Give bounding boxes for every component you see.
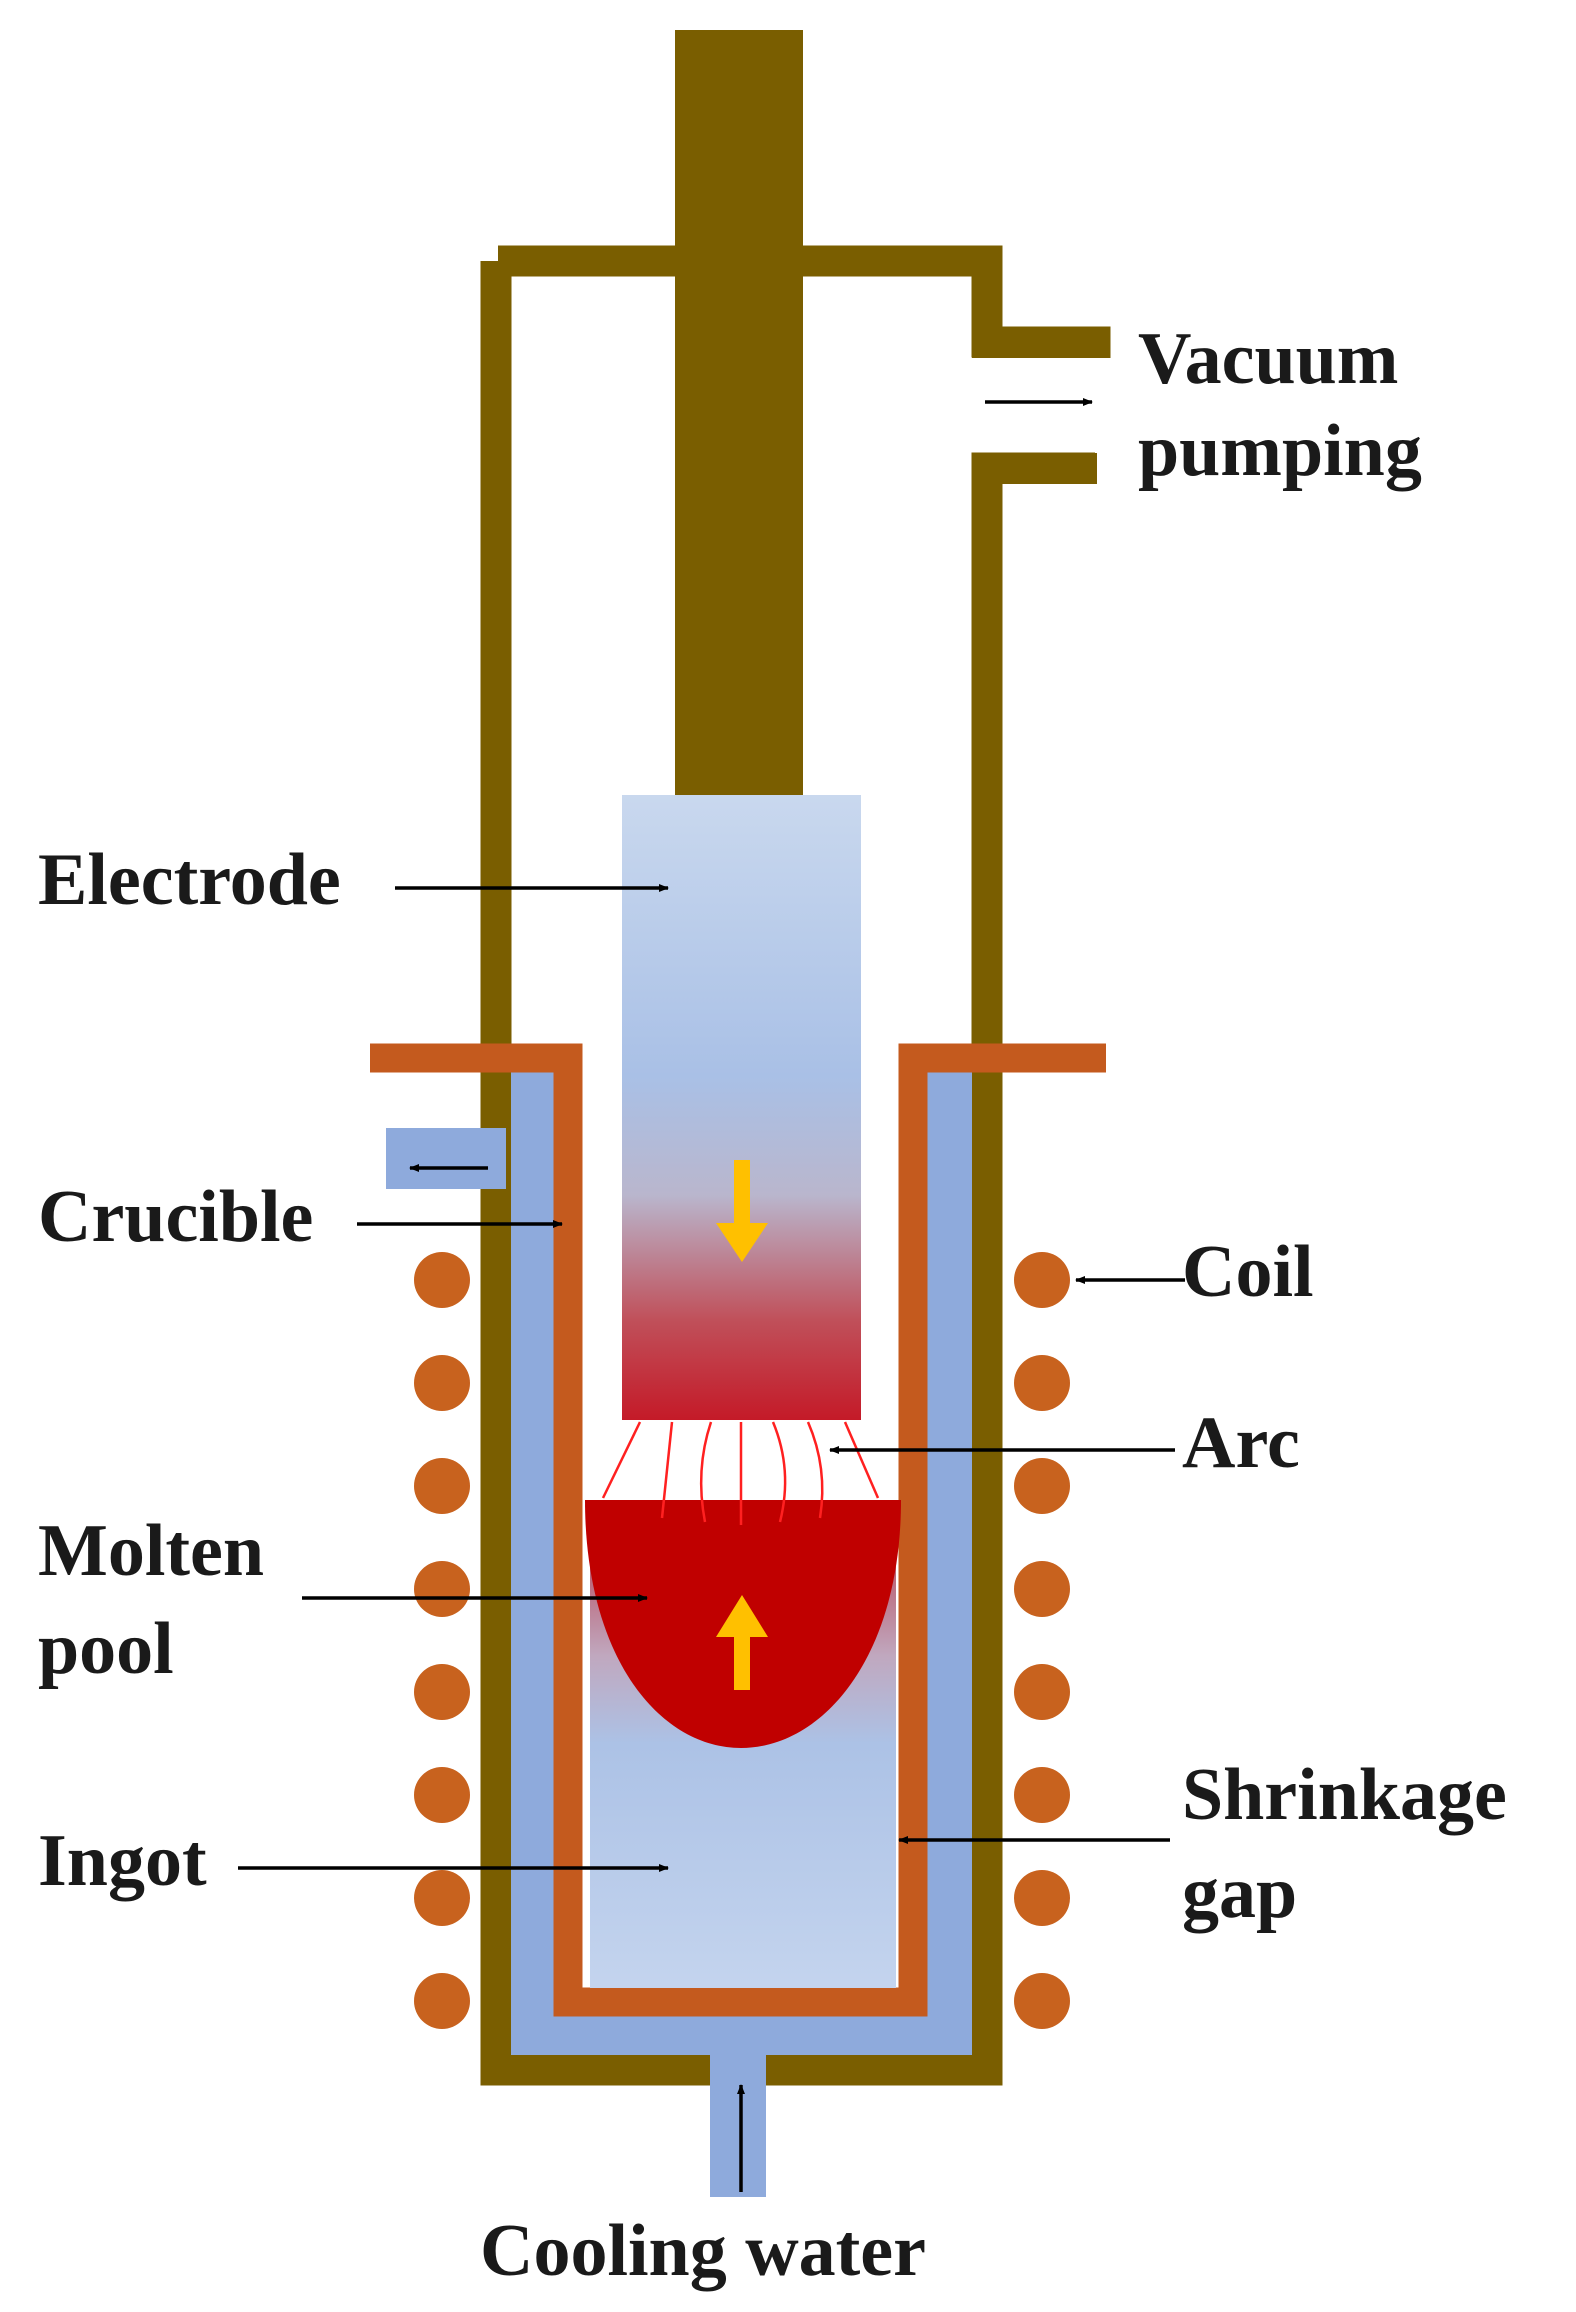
vacuum-port-lower xyxy=(972,453,1097,484)
electrode-stinger xyxy=(675,30,803,800)
coil-turn xyxy=(414,1355,470,1411)
crucible-label: Crucible xyxy=(38,1176,314,1258)
electrode xyxy=(622,795,861,1420)
arc-line xyxy=(806,1421,824,1519)
coil-turn xyxy=(1014,1664,1070,1720)
coil-left xyxy=(414,1252,470,2029)
leader-arrows xyxy=(238,398,1185,2192)
coil-label: Coil xyxy=(1182,1231,1314,1313)
coil-turn xyxy=(414,1870,470,1926)
coil-turn xyxy=(1014,1355,1070,1411)
coil-turn xyxy=(414,1458,470,1514)
electrode-descent-arrow xyxy=(716,1160,768,1262)
shrinkage-gap-label: Shrinkage gap xyxy=(1182,1746,1507,1942)
arc xyxy=(601,1421,880,1525)
molten-pool-label: Molten pool xyxy=(38,1502,264,1698)
coil-turn xyxy=(414,1664,470,1720)
vacuum-label-line2: pumping xyxy=(1138,410,1422,492)
ingot-label: Ingot xyxy=(38,1820,207,1902)
vacuum-pumping-label: Vacuum pumping xyxy=(1138,313,1422,497)
molten-label-line2: pool xyxy=(38,1608,174,1690)
water-outlet-pipe xyxy=(386,1128,506,1189)
crucible-wall xyxy=(370,1043,1106,2017)
arc-line xyxy=(771,1421,787,1523)
coil-turn xyxy=(1014,1252,1070,1308)
arc-line xyxy=(699,1421,713,1523)
shrinkage-label-line2: gap xyxy=(1182,1852,1298,1934)
coil-turn xyxy=(1014,1973,1070,2029)
electrode-label: Electrode xyxy=(38,839,341,921)
vacuum-port-upper xyxy=(972,327,1097,358)
coil-turn xyxy=(414,1561,470,1617)
coil-turn xyxy=(1014,1870,1070,1926)
arc-label: Arc xyxy=(1182,1402,1300,1484)
coil-turn xyxy=(414,1973,470,2029)
molten-label-line1: Molten xyxy=(38,1510,265,1592)
arc-line xyxy=(843,1421,880,1499)
coil-turn xyxy=(414,1767,470,1823)
coil-turn xyxy=(1014,1458,1070,1514)
coil-turn xyxy=(414,1252,470,1308)
coil-turn xyxy=(1014,1767,1070,1823)
coil-right xyxy=(1014,1252,1070,2029)
ingot-growth-arrow xyxy=(716,1595,768,1690)
arc-line xyxy=(601,1421,642,1499)
shrinkage-label-line1: Shrinkage xyxy=(1182,1754,1507,1836)
vacuum-label-line1: Vacuum xyxy=(1138,318,1399,400)
water-inlet-pipe xyxy=(710,2050,766,2197)
cooling-water-label: Cooling water xyxy=(480,2210,926,2292)
coil-turn xyxy=(1014,1561,1070,1617)
arc-line xyxy=(660,1421,674,1519)
